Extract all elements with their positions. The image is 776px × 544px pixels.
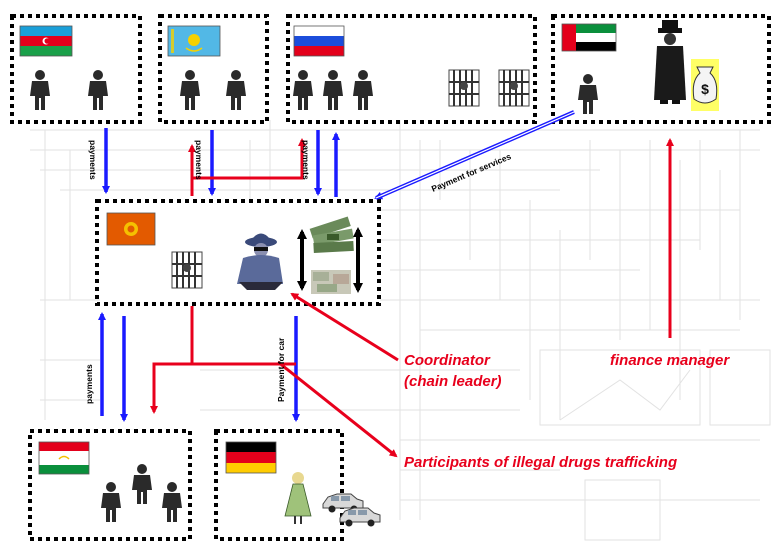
label-payments-az: payments — [88, 140, 98, 180]
arrow-payment-services-inner — [375, 111, 575, 199]
cash-stack-icon — [309, 216, 354, 254]
person-icon — [30, 70, 50, 110]
box-tajikistan — [28, 429, 192, 541]
woman-icon — [284, 472, 312, 524]
person-icon — [132, 464, 152, 504]
person-icon — [88, 70, 108, 110]
box-germany — [214, 429, 344, 541]
cash-pile-icon — [311, 270, 351, 294]
flag-azerbaijan — [19, 25, 73, 57]
money-bag-icon: $ — [691, 59, 719, 111]
coordinator-spy-icon — [237, 233, 283, 290]
svg-text:$: $ — [701, 81, 709, 97]
box-kazakhstan — [158, 14, 269, 124]
jail-icon — [448, 69, 480, 107]
flag-uae — [561, 23, 617, 52]
label-payment-for-car: Payment for car — [276, 337, 286, 402]
person-icon — [180, 70, 200, 110]
control-lines — [150, 138, 674, 458]
payment-arrows — [98, 128, 340, 422]
label-participants: Participants of illegal drugs traffickin… — [404, 454, 677, 471]
label-finance-manager: finance manager — [610, 352, 730, 369]
person-icon — [101, 482, 121, 522]
boss-icon — [654, 20, 686, 104]
flag-germany — [225, 441, 277, 474]
label-coordinator: Coordinator — [404, 352, 491, 369]
person-icon — [162, 482, 182, 522]
flag-kazakhstan — [167, 25, 221, 57]
person-icon — [226, 70, 246, 110]
label-payments-kz: payments — [194, 140, 204, 180]
label-payments-tj: payments — [84, 364, 94, 404]
label-chain-leader: (chain leader) — [404, 373, 502, 390]
person-icon — [293, 70, 313, 110]
person-icon — [578, 74, 598, 114]
jail-icon — [498, 69, 530, 107]
flag-kyrgyzstan — [106, 212, 156, 246]
box-russia — [286, 14, 537, 124]
person-icon — [353, 70, 373, 110]
flag-tajikistan — [38, 441, 90, 475]
box-azerbaijan — [10, 14, 142, 124]
label-payments-ru: payments — [301, 140, 311, 180]
box-uae — [551, 14, 771, 124]
car-icon — [339, 507, 381, 527]
flag-russia — [293, 25, 345, 57]
jail-icon — [171, 251, 203, 289]
person-icon — [323, 70, 343, 110]
